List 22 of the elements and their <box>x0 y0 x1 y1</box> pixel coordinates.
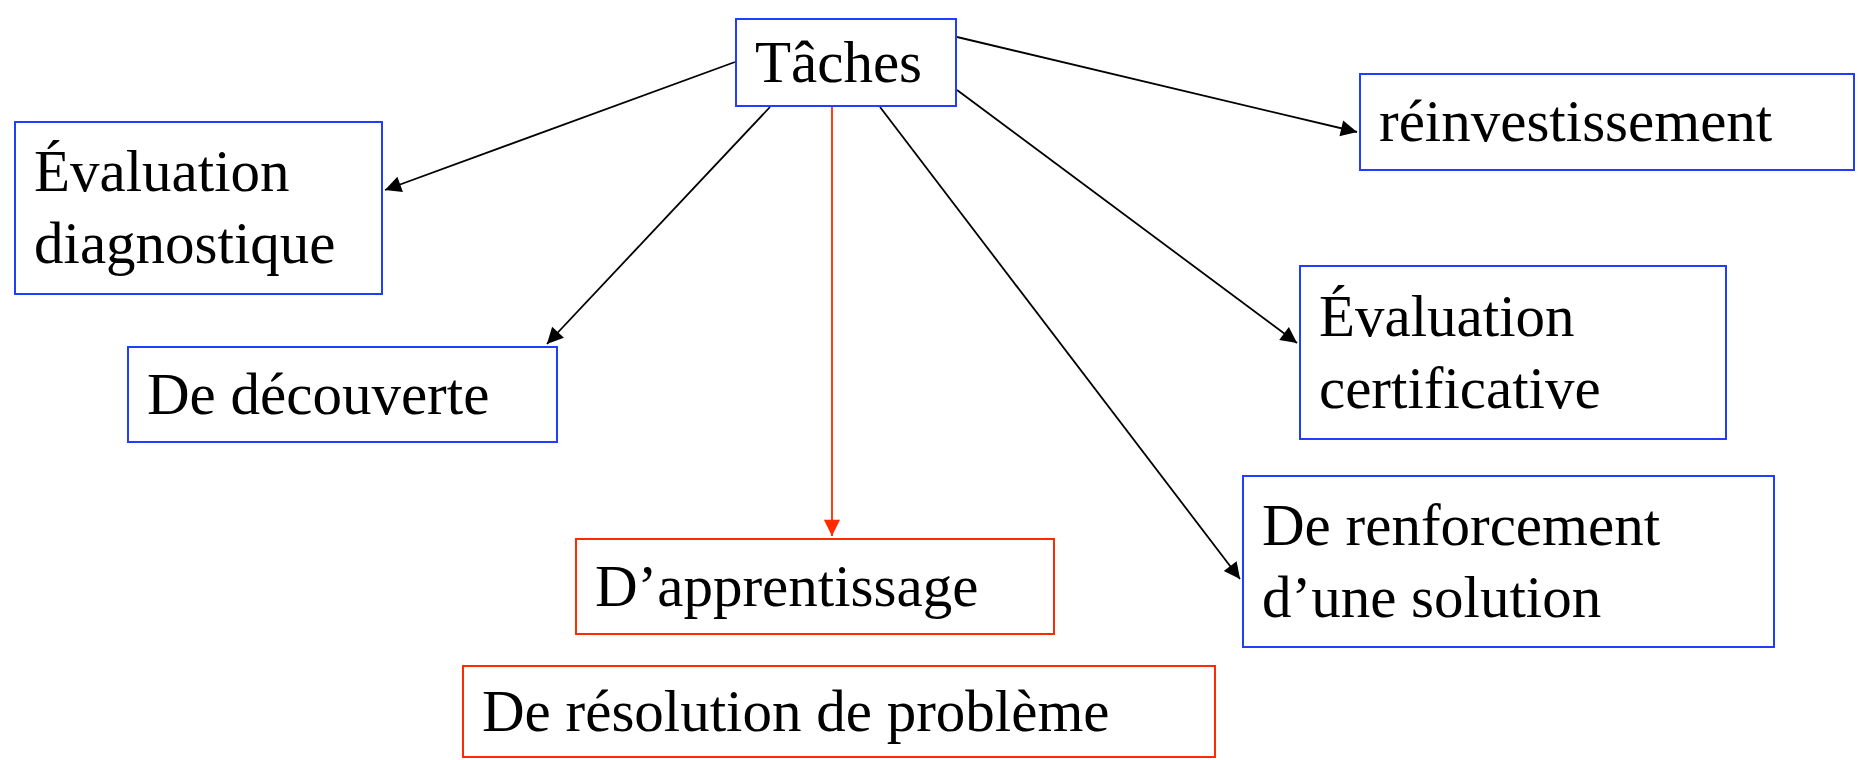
box-label: De renforcement d’une solution <box>1262 490 1662 632</box>
text-box <box>1299 265 1727 440</box>
box-label: De découverte <box>147 359 490 429</box>
text-box <box>14 121 383 295</box>
box-label: réinvestissement <box>1379 87 1773 156</box>
box-label: D’apprentissage <box>595 551 979 621</box>
text-box <box>735 18 957 107</box>
text-box <box>1359 73 1855 171</box>
box-label: Évaluation diagnostique <box>34 137 337 278</box>
text-box <box>127 346 558 443</box>
arrow <box>956 89 1298 344</box>
arrow <box>384 61 736 193</box>
arrow <box>823 106 841 537</box>
box-label: De résolution de problème <box>482 676 1110 746</box>
arrow <box>546 106 771 345</box>
arrow <box>879 106 1241 580</box>
text-box <box>575 538 1055 635</box>
arrow <box>956 36 1358 137</box>
box-label: Tâches <box>755 27 923 97</box>
text-box <box>462 665 1216 758</box>
text-box <box>1242 475 1775 648</box>
box-label: Évaluation certificative <box>1319 281 1602 423</box>
